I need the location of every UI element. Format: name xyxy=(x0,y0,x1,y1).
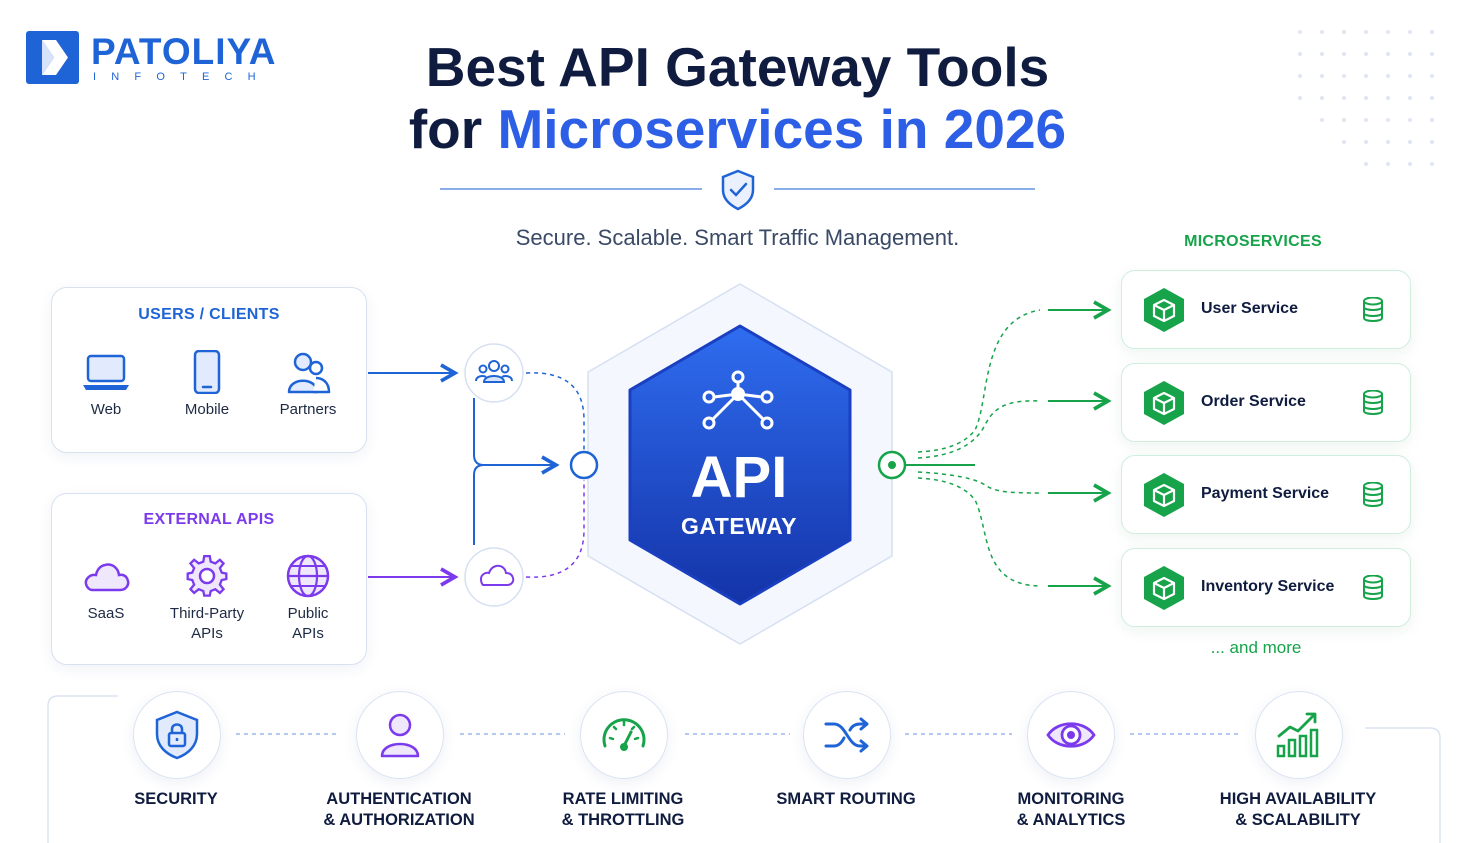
laptop-icon xyxy=(83,354,129,390)
shuffle-icon xyxy=(824,717,869,753)
service-label: Inventory Service xyxy=(1201,578,1335,595)
feature-label-line1: RATE LIMITING xyxy=(562,790,684,808)
globe-icon xyxy=(286,554,330,598)
feature-label: MONITORING & ANALYTICS xyxy=(961,789,1181,831)
microservices-title: MICROSERVICES xyxy=(1184,233,1322,250)
shield-lock-icon xyxy=(155,710,199,760)
external-apis-title: EXTERNAL APIS xyxy=(143,511,275,528)
cube-icon xyxy=(1144,566,1184,610)
cloud-icon xyxy=(84,563,130,592)
gateway-title: API xyxy=(690,445,788,510)
feature-label-line1: SMART ROUTING xyxy=(776,790,916,808)
service-label: Order Service xyxy=(1201,393,1306,410)
users-clients-title: USERS / CLIENTS xyxy=(138,306,280,323)
cube-icon xyxy=(1144,381,1184,425)
tagline: Secure. Scalable. Smart Traffic Manageme… xyxy=(515,225,960,250)
feature-label: RATE LIMITING & THROTTLING xyxy=(513,789,733,831)
feature-monitoring xyxy=(1027,691,1115,779)
feature-label-line2: & SCALABILITY xyxy=(1235,811,1361,829)
page-title-line2: for Microservices in 2026 xyxy=(0,98,1475,160)
external-label-line1: Third-Party xyxy=(169,605,245,622)
feature-label: SMART ROUTING xyxy=(736,789,956,810)
cube-icon xyxy=(1144,288,1184,332)
feature-authentication xyxy=(356,691,444,779)
service-label: Payment Service xyxy=(1201,485,1330,502)
user-icon xyxy=(380,713,420,758)
client-label: Mobile xyxy=(184,401,230,418)
mobile-phone-icon xyxy=(193,350,221,394)
client-mobile: Mobile xyxy=(157,350,257,420)
database-icon xyxy=(1363,575,1383,600)
client-web: Web xyxy=(56,350,156,420)
page-title-line1: Best API Gateway Tools xyxy=(425,36,1050,98)
feature-label-line2: & ANALYTICS xyxy=(1016,811,1126,829)
gateway-hexagon xyxy=(628,324,852,606)
service-label: User Service xyxy=(1201,300,1298,317)
feature-rate-limiting xyxy=(580,691,668,779)
external-label-line2: APIs xyxy=(191,625,223,642)
feature-label: SECURITY xyxy=(66,789,286,810)
network-hub-icon xyxy=(702,370,774,430)
gateway-subtitle: GATEWAY xyxy=(681,513,797,539)
database-icon xyxy=(1363,390,1383,415)
eye-icon xyxy=(1046,722,1096,748)
external-label-line1: Public xyxy=(287,605,329,622)
external-label: SaaS xyxy=(87,605,125,622)
feature-label-line1: MONITORING xyxy=(1017,790,1125,808)
service-card-user[interactable]: User Service xyxy=(1121,270,1411,349)
partners-icon xyxy=(287,352,331,394)
service-card-order[interactable]: Order Service xyxy=(1121,363,1411,442)
external-saas: SaaS xyxy=(56,554,156,624)
external-label-line2: APIs xyxy=(292,625,324,642)
feature-label-line2: & AUTHORIZATION xyxy=(323,811,475,829)
feature-label-line1: SECURITY xyxy=(134,790,218,808)
group-users-icon xyxy=(475,360,513,383)
database-icon xyxy=(1363,482,1383,507)
service-card-inventory[interactable]: Inventory Service xyxy=(1121,548,1411,627)
title-prefix: for xyxy=(408,98,498,160)
brand-subname: INFOTECH xyxy=(93,71,271,83)
cube-icon xyxy=(1144,473,1184,517)
feature-label: HIGH AVAILABILITY & SCALABILITY xyxy=(1188,789,1408,831)
service-card-payment[interactable]: Payment Service xyxy=(1121,455,1411,534)
brand-name: PATOLIYA xyxy=(91,31,277,72)
brand-logo-mark xyxy=(26,31,79,84)
feature-label-line1: HIGH AVAILABILITY xyxy=(1219,790,1377,808)
client-label: Web xyxy=(90,401,122,418)
feature-label-line2: & THROTTLING xyxy=(561,811,685,829)
cloud-node-icon xyxy=(479,564,515,586)
feature-high-availability xyxy=(1255,691,1343,779)
shield-check-icon xyxy=(721,169,755,211)
feature-smart-routing xyxy=(803,691,891,779)
feature-security xyxy=(133,691,221,779)
gauge-icon xyxy=(602,718,646,751)
dot-grid-decoration xyxy=(1298,30,1434,166)
feature-label-line1: AUTHENTICATION xyxy=(326,790,472,808)
title-highlight: Microservices in 2026 xyxy=(497,98,1067,160)
client-label: Partners xyxy=(279,401,337,418)
users-clients-panel: USERS / CLIENTS Web Mobile Partners xyxy=(51,287,367,453)
gear-icon xyxy=(186,554,228,597)
more-services-text: ... and more xyxy=(1210,638,1302,657)
database-icon xyxy=(1363,297,1383,322)
feature-label: AUTHENTICATION & AUTHORIZATION xyxy=(289,789,509,831)
client-partners: Partners xyxy=(258,350,358,420)
bar-chart-growth-icon xyxy=(1276,712,1319,758)
